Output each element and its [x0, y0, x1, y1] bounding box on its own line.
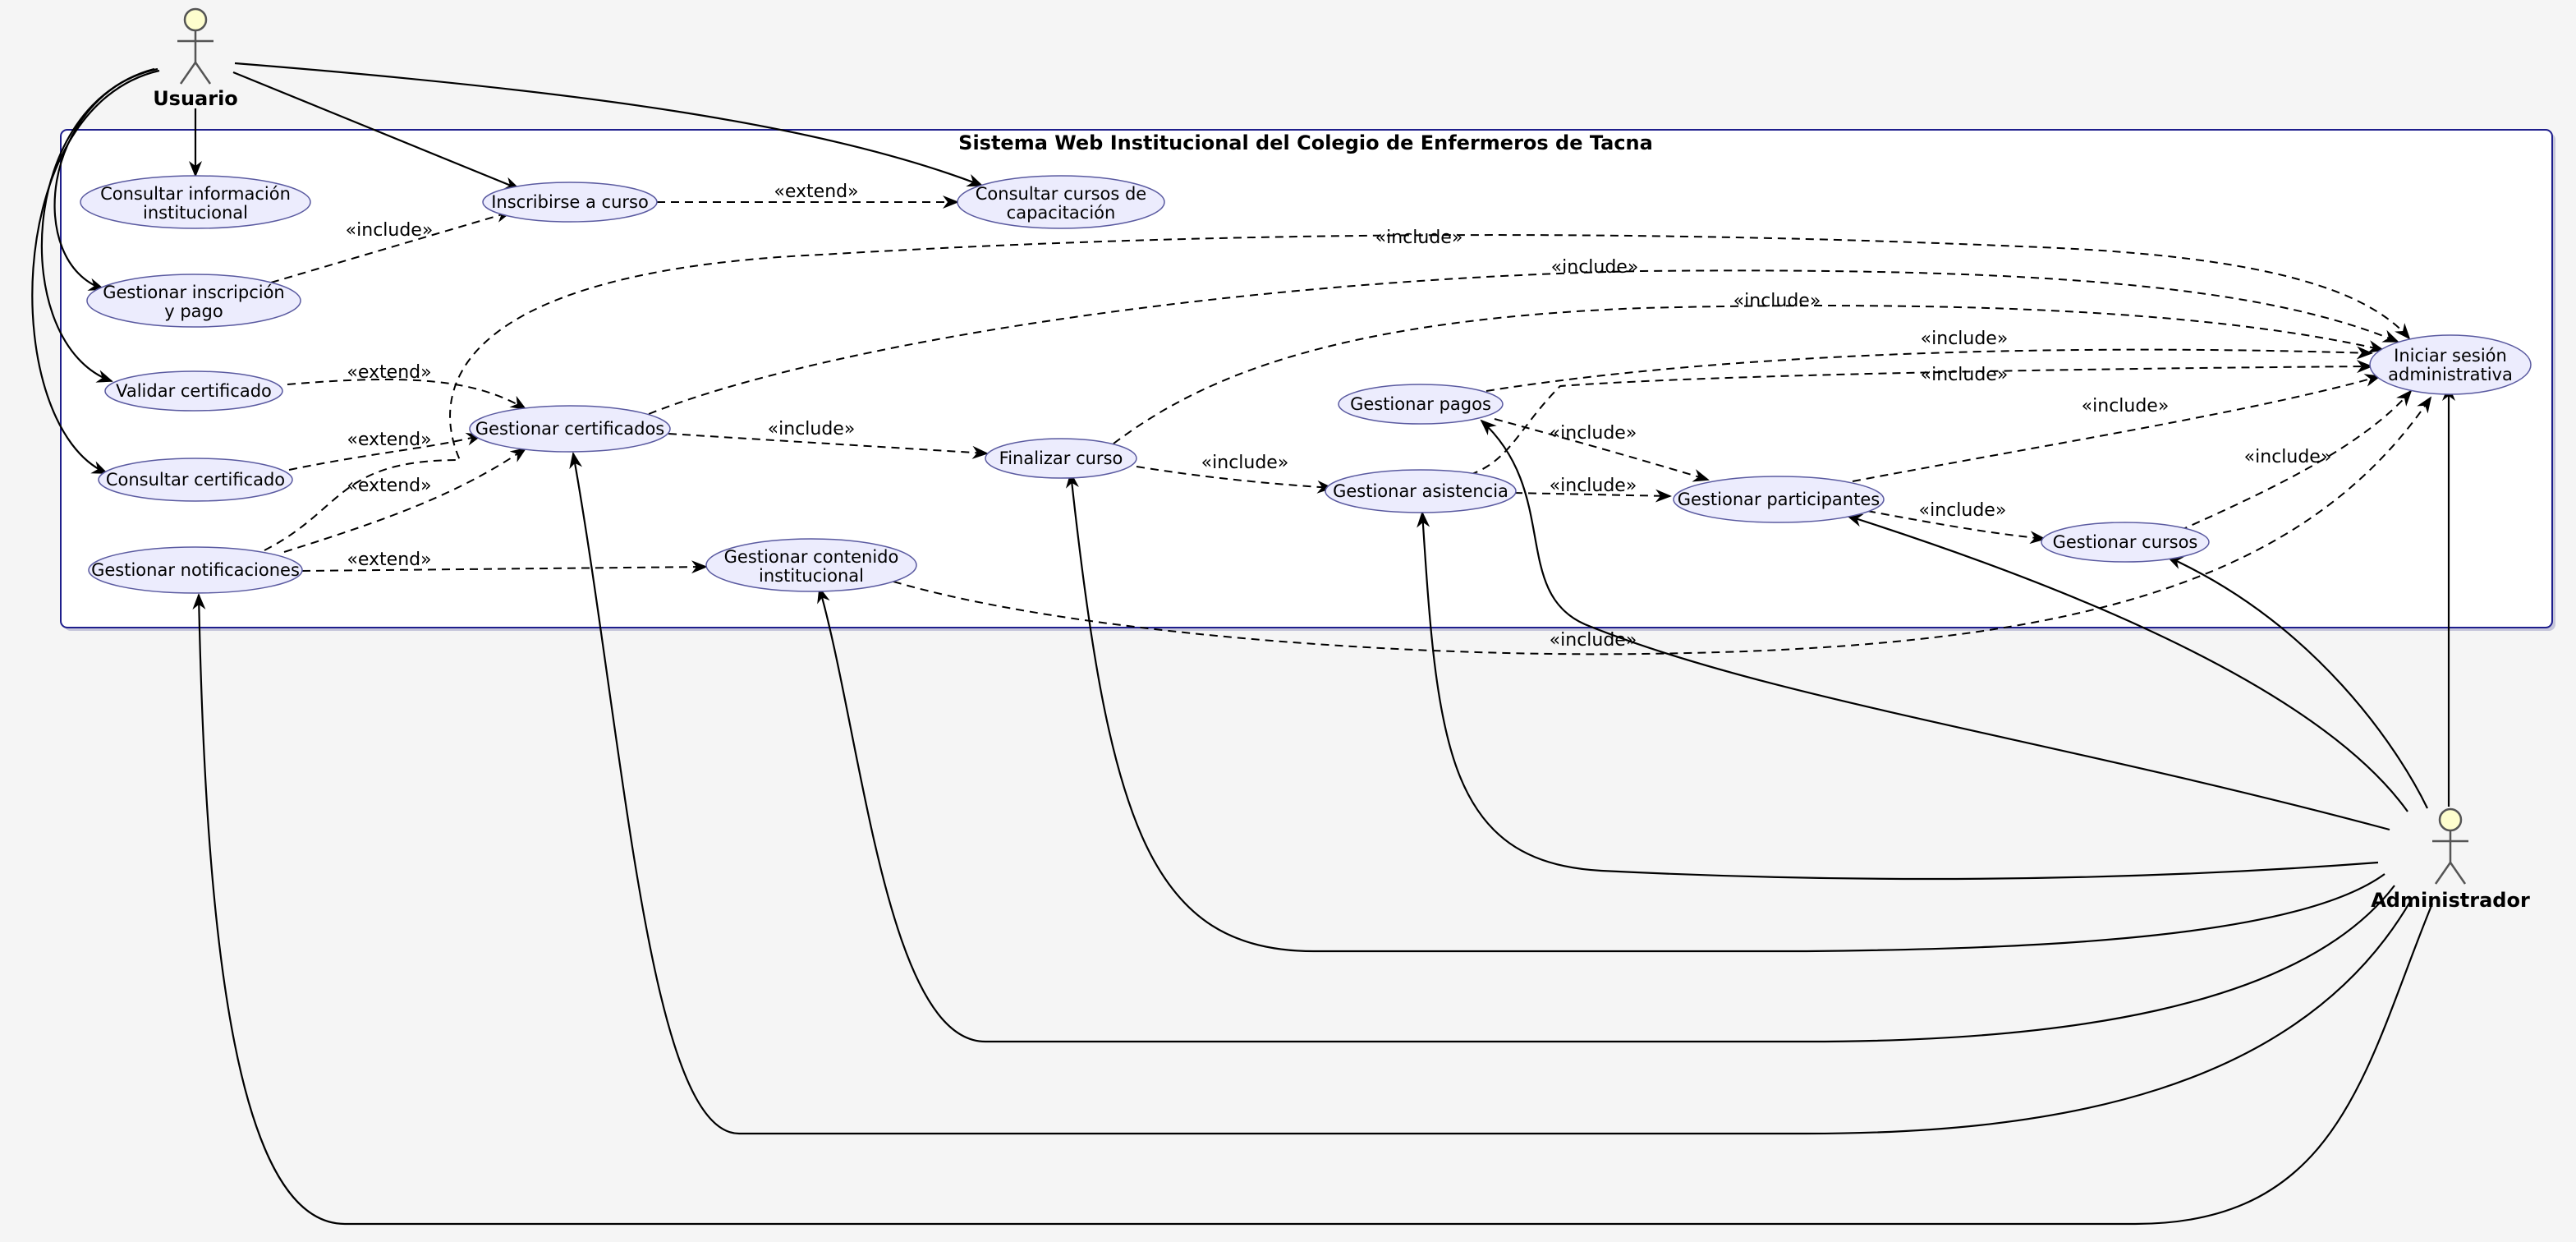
edges: [31, 62, 2455, 1226]
rel-gestionar-cursos-iniciar-sesion: [2179, 389, 2413, 531]
label-extend: «extend»: [347, 362, 431, 383]
label-include: «include»: [1919, 500, 2007, 521]
use-case-label: Consultar información: [100, 184, 291, 204]
use-case-gestionar-notificaciones[interactable]: Gestionar notificaciones: [88, 546, 303, 594]
assoc-admin-gestionar-cursos: [2166, 555, 2428, 809]
use-case-label: Consultar certificado: [106, 470, 285, 490]
use-cases: Consultar información institucional Insc…: [80, 175, 2532, 594]
label-include: «include»: [1733, 291, 1821, 311]
use-case-gestionar-contenido[interactable]: Gestionar contenido institucional: [705, 538, 917, 592]
use-case-label: administrativa: [2388, 365, 2513, 384]
label-include: «include»: [1375, 228, 1463, 248]
use-case-label: Gestionar notificaciones: [91, 560, 300, 580]
use-case-label: Gestionar certificados: [475, 419, 664, 439]
rel-consultar-certificado-gestionar-certificados: [288, 432, 483, 471]
label-extend: «extend»: [774, 182, 858, 202]
label-include: «include»: [1201, 453, 1289, 473]
rel-validar-certificado-gestionar-certificados: [287, 378, 527, 411]
actor-administrador[interactable]: Administrador: [2371, 807, 2530, 912]
assoc-admin-gestionar-contenido: [817, 586, 2395, 1043]
label-include: «include»: [1921, 329, 2009, 349]
label-include: «include»: [346, 220, 434, 241]
use-case-iniciar-sesion[interactable]: Iniciar sesión administrativa: [2369, 334, 2532, 395]
label-include: «include»: [1921, 365, 2009, 385]
rel-gestionar-asistencia-iniciar-sesion: [1469, 360, 2373, 476]
actor-usuario[interactable]: Usuario: [153, 7, 238, 110]
assoc-admin-gestionar-asistencia: [1417, 511, 2379, 881]
use-case-gestionar-cursos[interactable]: Gestionar cursos: [2041, 522, 2210, 563]
rel-gestionar-contenido-iniciar-sesion: [893, 396, 2432, 656]
use-case-label: Gestionar cursos: [2053, 532, 2198, 552]
use-case-inscribirse-curso[interactable]: Inscribirse a curso: [482, 182, 658, 223]
use-case-label: capacitación: [1007, 203, 1116, 223]
rel-finalizar-curso-iniciar-sesion: [1113, 305, 2385, 444]
actor-name-administrador: Administrador: [2371, 889, 2530, 912]
label-extend: «extend»: [347, 430, 431, 450]
rel-gestionar-certificados-finalizar-curso: [668, 433, 989, 459]
use-case-gestionar-pagos[interactable]: Gestionar pagos: [1338, 384, 1504, 425]
actor-name-usuario: Usuario: [153, 87, 238, 110]
rel-gestionar-participantes-iniciar-sesion: [1852, 374, 2381, 482]
assoc-admin-finalizar-curso: [1065, 472, 2385, 953]
use-case-label: Gestionar inscripción: [103, 283, 285, 302]
rel-gestionar-pagos-iniciar-sesion: [1485, 346, 2373, 392]
label-extend: «extend»: [347, 476, 431, 496]
use-case-label: Iniciar sesión: [2394, 346, 2507, 366]
use-case-gestionar-certificados[interactable]: Gestionar certificados: [469, 405, 671, 453]
assoc-usuario-consultar-certificado: [31, 69, 160, 475]
assoc-admin-gestionar-certificados: [569, 452, 2412, 1135]
rel-gestionar-certificados-iniciar-sesion: [648, 269, 2399, 415]
rel-finalizar-curso-gestionar-asistencia: [1136, 466, 1334, 494]
use-case-finalizar-curso[interactable]: Finalizar curso: [985, 438, 1137, 479]
label-include: «include»: [2244, 447, 2332, 467]
use-case-label: Validar certificado: [116, 381, 272, 401]
relation-labels: «extend» «include» «extend» «extend» «ex…: [346, 182, 2332, 651]
rel-notificaciones-iniciar-sesion: [264, 234, 2411, 551]
assoc-usuario-validar-certificado: [40, 67, 158, 383]
use-case-label: Gestionar participantes: [1678, 490, 1880, 509]
rel-gestionar-pagos-gestionar-participantes: [1494, 418, 1710, 482]
use-case-consultar-certificado[interactable]: Consultar certificado: [98, 458, 293, 502]
label-include: «include»: [768, 419, 856, 439]
use-case-consultar-cursos[interactable]: Consultar cursos de capacitación: [957, 175, 1165, 229]
label-include: «include»: [1550, 630, 1637, 651]
use-case-label: Gestionar pagos: [1350, 394, 1491, 414]
use-case-consultar-informacion[interactable]: Consultar información institucional: [80, 175, 311, 229]
system-title: Sistema Web Institucional del Colegio de…: [958, 131, 1653, 154]
assoc-usuario-inscribirse: [232, 71, 521, 191]
use-case-label: institucional: [759, 566, 864, 586]
assoc-admin-gestionar-pagos: [1480, 419, 2390, 831]
label-extend: «extend»: [347, 550, 431, 570]
use-case-label: Inscribirse a curso: [491, 192, 649, 212]
label-include: «include»: [1550, 476, 1637, 496]
use-case-gestionar-inscripcion-pago[interactable]: Gestionar inscripción y pago: [86, 274, 301, 328]
use-case-validar-certificado[interactable]: Validar certificado: [104, 370, 283, 412]
label-include: «include»: [2082, 396, 2170, 416]
system-boundary: Sistema Web Institucional del Colegio de…: [60, 129, 2555, 631]
rel-notificaciones-gestionar-contenido: [301, 560, 708, 574]
assoc-admin-gestionar-participantes: [1846, 513, 2408, 812]
use-case-label: Finalizar curso: [999, 448, 1123, 468]
use-case-gestionar-participantes[interactable]: Gestionar participantes: [1673, 476, 1885, 523]
use-case-label: Gestionar asistencia: [1333, 481, 1508, 501]
use-case-label: Consultar cursos de: [976, 184, 1146, 204]
assoc-usuario-consultar-cursos: [234, 62, 984, 187]
actor-figure-icon: [2432, 807, 2468, 885]
label-include: «include»: [1551, 257, 1639, 278]
use-case-label: Gestionar contenido: [724, 547, 899, 567]
rel-gestionar-asistencia-gestionar-participantes: [1513, 489, 1672, 503]
use-case-gestionar-asistencia[interactable]: Gestionar asistencia: [1325, 469, 1517, 513]
rel-notificaciones-gestionar-certificados: [283, 447, 527, 553]
assoc-admin-gestionar-notificaciones: [192, 593, 2434, 1226]
use-case-label: y pago: [164, 301, 223, 321]
rel-gestionar-participantes-gestionar-cursos: [1867, 510, 2046, 545]
label-include: «include»: [1550, 423, 1637, 444]
use-case-label: institucional: [143, 203, 248, 223]
actor-figure-icon: [177, 7, 214, 85]
